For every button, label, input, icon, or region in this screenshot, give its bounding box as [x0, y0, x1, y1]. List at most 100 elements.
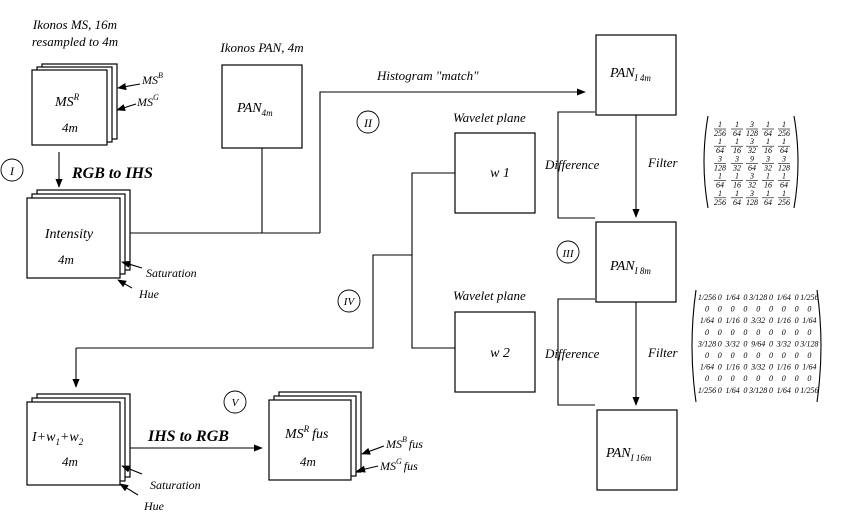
filter-2-cell: 0 [769, 316, 773, 325]
step-ii-label: II [363, 116, 373, 130]
filter-2-cell: 0 [782, 374, 786, 383]
filter-2-cell: 0 [795, 293, 799, 302]
filter-2-right-bracket [816, 289, 822, 403]
filter-1-numerator: 1 [782, 137, 786, 146]
ms-fus-g-tail: fus [404, 459, 418, 473]
filter-2-cell: 0 [756, 351, 760, 360]
filter-2-cell: 0 [731, 351, 735, 360]
filter-1-numerator: 1 [766, 137, 770, 146]
filter-1-numerator: 1 [735, 137, 739, 146]
pan-4m-box [221, 64, 303, 149]
filter-2-cell: 0 [756, 328, 760, 337]
filter-2-cell: 0 [769, 328, 773, 337]
filter-2-cell: 0 [769, 305, 773, 314]
filter-1-label: Filter [647, 155, 679, 170]
ms-b-pointer [117, 83, 141, 91]
filter-2-cell: 1/16 [725, 316, 739, 325]
wavelet-sum-line [76, 254, 412, 349]
pan-4m-sub: 4m [262, 108, 274, 118]
filter-2-cell: 0 [731, 374, 735, 383]
filter-1-denominator: 32 [747, 146, 756, 155]
filter-2-cell: 0 [718, 386, 722, 395]
ms-g-pointer [116, 103, 137, 111]
filter-2-cell: 0 [718, 351, 722, 360]
ms-fus-r-sheet [268, 399, 352, 481]
fused-hue-pointer [119, 483, 139, 496]
filter-2-cell: 1/64 [700, 316, 714, 325]
filter-1-denominator: 64 [780, 181, 788, 190]
filter-1-denominator: 32 [763, 163, 772, 172]
filter-1-numerator: 3 [749, 189, 754, 198]
filter-2-cell: 0 [718, 305, 722, 314]
filter-2-cell: 0 [756, 374, 760, 383]
svg-text:MSB: MSB [141, 71, 163, 87]
filter-2-cell: 1/64 [700, 363, 714, 372]
w2-label: w 2 [490, 346, 510, 361]
filter-1-numerator: 1 [766, 172, 770, 181]
ms-band-stack: MSR 4m [31, 63, 118, 146]
step-i-label: I [9, 164, 15, 178]
filter-1-numerator: 1 [718, 137, 722, 146]
ms-resolution: 4m [62, 120, 78, 135]
filter-1-denominator: 16 [764, 146, 772, 155]
filter-1-numerator: 3 [717, 154, 722, 163]
filter-2-cell: 3/32 [724, 339, 739, 348]
filter-1-numerator: 1 [782, 120, 786, 129]
filter-2-cell: 0 [782, 305, 786, 314]
filter-1-numerator: 3 [781, 154, 786, 163]
svg-text:PAN4m: PAN4m [236, 101, 273, 118]
intensity-sheet [26, 197, 121, 279]
filter-2-cell: 1/256 [800, 293, 818, 302]
filter-2-cell: 0 [718, 339, 722, 348]
pan-i-8m-box [595, 221, 677, 303]
filter-1-numerator: 1 [735, 189, 739, 198]
filter-1-numerator: 1 [735, 172, 739, 181]
filter-2-cell: 0 [743, 316, 747, 325]
histogram-match-arrow [319, 88, 586, 233]
filter-1-denominator: 16 [733, 146, 741, 155]
filter-2-cell: 3/128 [748, 293, 767, 302]
filter-2-cell: 1/16 [725, 363, 739, 372]
filter-1-denominator: 256 [714, 198, 726, 207]
ms-b-label: MS [141, 73, 158, 87]
filter-2-cell: 0 [705, 351, 709, 360]
filter-1-denominator: 64 [733, 198, 741, 207]
filter-2-cell: 0 [731, 328, 735, 337]
filter-1-denominator: 128 [746, 129, 758, 138]
filter-2-cell: 0 [807, 351, 811, 360]
pan-i-8m-label: PAN [609, 259, 635, 274]
svg-text:I+w1+w2: I+w1+w2 [31, 430, 84, 447]
ms-r-sup: R [73, 92, 80, 102]
hue-pointer [117, 279, 133, 289]
fused-saturation-label: Saturation [150, 478, 201, 492]
difference-2-bracket [557, 298, 595, 406]
svg-text:PANI 8m: PANI 8m [609, 259, 651, 276]
pan-i-16m-box [596, 409, 678, 491]
filter-2-cell: 0 [743, 386, 747, 395]
step-ii-marker [356, 110, 380, 134]
ms-fus-resolution: 4m [300, 454, 316, 469]
filter-2-cell: 0 [782, 351, 786, 360]
ms-fus-r-label: MS [284, 427, 304, 442]
pan-i-4m-box [595, 34, 677, 116]
fused-intensity-sheet [26, 401, 121, 486]
filter-2-cell: 0 [769, 374, 773, 383]
difference-1-bracket [557, 111, 595, 219]
filter-2-cell: 0 [807, 305, 811, 314]
w1-box [454, 132, 536, 214]
ms-fus-b-tail: fus [409, 437, 423, 451]
step-v-label: V [232, 397, 240, 409]
pan-i-4m-sub: I 4m [634, 73, 652, 83]
filter-1-right-bracket [793, 115, 799, 209]
filter-1-numerator: 3 [765, 154, 770, 163]
filter-2-cell: 0 [795, 374, 799, 383]
filter-1-numerator: 1 [766, 189, 770, 198]
filter-2-cell: 1/256 [698, 293, 716, 302]
filter-1-denominator: 128 [746, 198, 758, 207]
ms-fus-b-label: MS [385, 437, 402, 451]
ms-fus-g-sup: G [396, 457, 402, 466]
filter-2-cell: 0 [718, 293, 722, 302]
filter-2-cell: 3/128 [697, 339, 716, 348]
